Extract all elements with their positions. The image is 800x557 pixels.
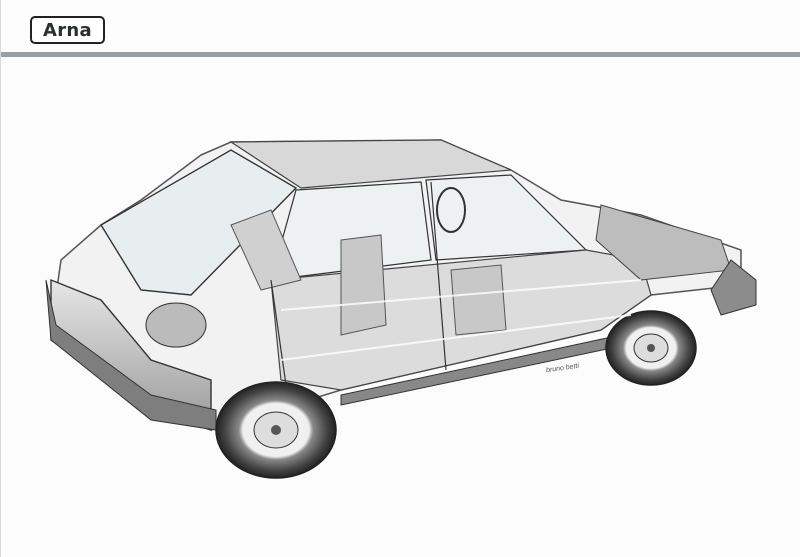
logo-text: Arna <box>43 19 92 41</box>
header-divider <box>1 52 800 57</box>
car-cutaway-illustration <box>45 139 757 479</box>
brand-logo: Arna <box>30 16 105 44</box>
